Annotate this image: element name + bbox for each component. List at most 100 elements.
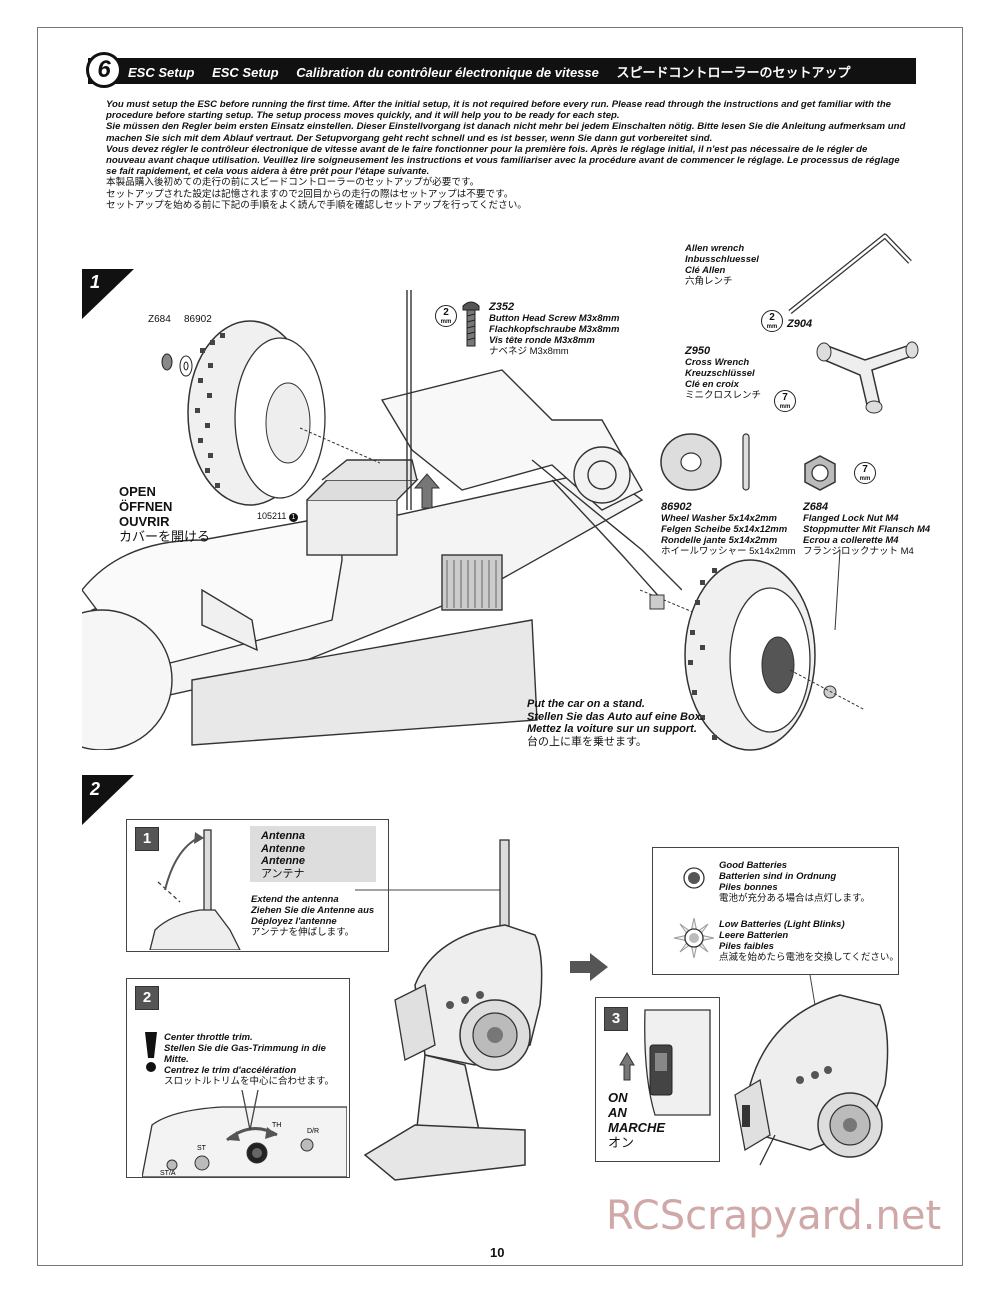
good-battery-led-icon [683, 867, 705, 889]
step2-marker [82, 775, 134, 825]
next-arrow-icon [570, 953, 608, 981]
step2-number: 2 [90, 779, 101, 799]
antenna-de: Antenne [261, 842, 305, 855]
cross-en: Cross Wrench [685, 357, 750, 368]
trim-de: Stellen Sie die Gas-Trimmung in die Mitt… [164, 1043, 326, 1065]
removed-tire-left [187, 320, 380, 506]
stand-fr: Mettez la voiture sur un support. [527, 723, 697, 735]
nut-code: Z684 [803, 501, 829, 513]
code-86902-small: 86902 [184, 314, 212, 325]
nut-washer-small [161, 353, 193, 377]
transmitter-illustration [355, 839, 543, 1181]
intro-fr: Vous devez régler le contrôleur électron… [106, 143, 900, 178]
antenna-fr: Antenne [261, 855, 305, 867]
allen-fr: Clé Allen [685, 265, 726, 276]
allen-code: Z904 [787, 318, 813, 330]
chassis-illustration [82, 290, 682, 750]
screw-label: Z352 Button Head Screw M3x8mm Flachkopfs… [489, 301, 620, 358]
screw-code: Z352 [489, 301, 515, 313]
allen-en: Allen wrench [685, 243, 745, 254]
extend-fr: Déployez l'antenne [251, 916, 337, 927]
nut-label: Z684 Flanged Lock Nut M4 Stoppmutter Mit… [803, 501, 930, 558]
cross-code: Z950 [685, 345, 711, 357]
knob-dr: D/R [307, 1128, 319, 1135]
removed-tire-right [640, 550, 866, 751]
intro-de: Sie müssen den Regler beim ersten Einsat… [106, 121, 906, 144]
title-de: ESC Setup [212, 65, 279, 80]
low-en: Low Batteries (Light Blinks) [719, 919, 845, 930]
extend-label: Extend the antenna Ziehen Sie die Antenn… [251, 894, 374, 938]
low-battery-blink-icon [674, 918, 714, 958]
on-fr: MARCHE [608, 1120, 666, 1135]
antenna-en: Antenna [261, 830, 305, 842]
open-label: OPEN ÖFFNEN OUVRIR カバーを開ける [119, 484, 210, 544]
step1-marker [82, 269, 134, 319]
nut-icon [804, 455, 836, 491]
low-battery-label: Low Batteries (Light Blinks) Leere Batte… [719, 919, 899, 963]
washer-jp: ホイールワッシャー 5x14x2mm [661, 546, 796, 557]
trim-callout-line [241, 1090, 259, 1131]
screw-jp: ナベネジ M3x8mm [489, 346, 569, 357]
good-jp: 電池が充分ある場合は点灯します。 [719, 893, 871, 904]
cross-wrench-icon [816, 341, 919, 414]
title-en: ESC Setup [128, 65, 195, 80]
cross-jp: ミニクロスレンチ [685, 390, 762, 401]
screw-fr: Vis tête ronde M3x8mm [489, 335, 595, 346]
good-fr: Piles bonnes [719, 882, 778, 893]
good-de: Batterien sind in Ordnung [719, 871, 837, 882]
page-frame [37, 27, 963, 1266]
washer-de: Felgen Scheibe 5x14x12mm [661, 524, 788, 535]
allen-wrench-icon [788, 233, 912, 314]
washer-icon [660, 433, 750, 491]
extend-en: Extend the antenna [251, 894, 339, 905]
washer-code: 86902 [661, 501, 692, 513]
step1-number: 1 [90, 272, 101, 292]
screw-icon [462, 301, 480, 347]
code-105211: 105211 1 [257, 511, 298, 522]
open-en: OPEN [119, 484, 156, 499]
open-jp: カバーを開ける [119, 529, 211, 544]
nut-jp: フランジロックナット M4 [803, 546, 914, 557]
title-jp: スピードコントローラーのセットアップ [616, 65, 851, 80]
on-jp: オン [608, 1135, 635, 1150]
section-title: ESC Setup ESC Setup Calibration du contr… [128, 62, 865, 81]
washer-en: Wheel Washer 5x14x2mm [661, 513, 777, 524]
screw-en: Button Head Screw M3x8mm [489, 313, 620, 324]
antenna-extend-illustration [149, 829, 241, 950]
title-fr: Calibration du contrôleur électronique d… [296, 65, 599, 80]
stand-de: Stellen Sie das Auto auf eine Box. [527, 710, 704, 723]
knob-st: ST [197, 1145, 207, 1152]
intro-jp-2: セットアップされた設定は記憶されますので2回目からの走行の際はセットアップは不要… [106, 188, 514, 200]
stand-en: Put the car on a stand. [527, 698, 645, 710]
open-de: ÖFFNEN [119, 499, 173, 514]
low-fr: Piles faibles [719, 941, 774, 952]
open-fr: OUVRIR [119, 514, 170, 529]
extend-jp: アンテナを伸ばします。 [251, 927, 355, 938]
stand-jp: 台の上に車を乗せます。 [527, 735, 647, 748]
warning-icon [145, 1032, 157, 1072]
intro-jp-3: セットアップを始める前に下記の手順をよく読んで手順を確認しセットアップを行ってく… [106, 199, 527, 211]
nut-fr: Ecrou a collerette M4 [803, 535, 899, 546]
trim-jp: スロットルトリムを中心に合わせます。 [164, 1076, 335, 1087]
trim-en: Center throttle trim. [164, 1032, 253, 1043]
trim-label: Center throttle trim. Stellen Sie die Ga… [164, 1032, 334, 1087]
substep1-number: 1 [135, 827, 159, 851]
allen-label: Allen wrench Inbusschluessel Clé Allen 六… [685, 243, 759, 287]
intro-jp-1: 本製品購入後初めての走行の前にスピードコントローラーのセットアップが必要です。 [106, 177, 480, 189]
antenna-jp: アンテナ [261, 867, 305, 880]
cross-de: Kreuzschlüssel [685, 368, 755, 379]
nut-en: Flanged Lock Nut M4 [803, 513, 899, 524]
knob-th: TH [272, 1122, 281, 1129]
section-header-bar [88, 58, 916, 84]
washer-fr: Rondelle jante 5x14x2mm [661, 535, 778, 546]
power-switch-illustration [619, 1009, 711, 1116]
cross-label: Z950 Cross Wrench Kreuzschlüssel Clé en … [685, 345, 762, 402]
stand-label: Put the car on a stand. Stellen Sie das … [527, 698, 704, 748]
good-en: Good Batteries [719, 860, 788, 871]
low-de: Leere Batterien [719, 930, 789, 941]
page-number: 10 [490, 1245, 505, 1260]
